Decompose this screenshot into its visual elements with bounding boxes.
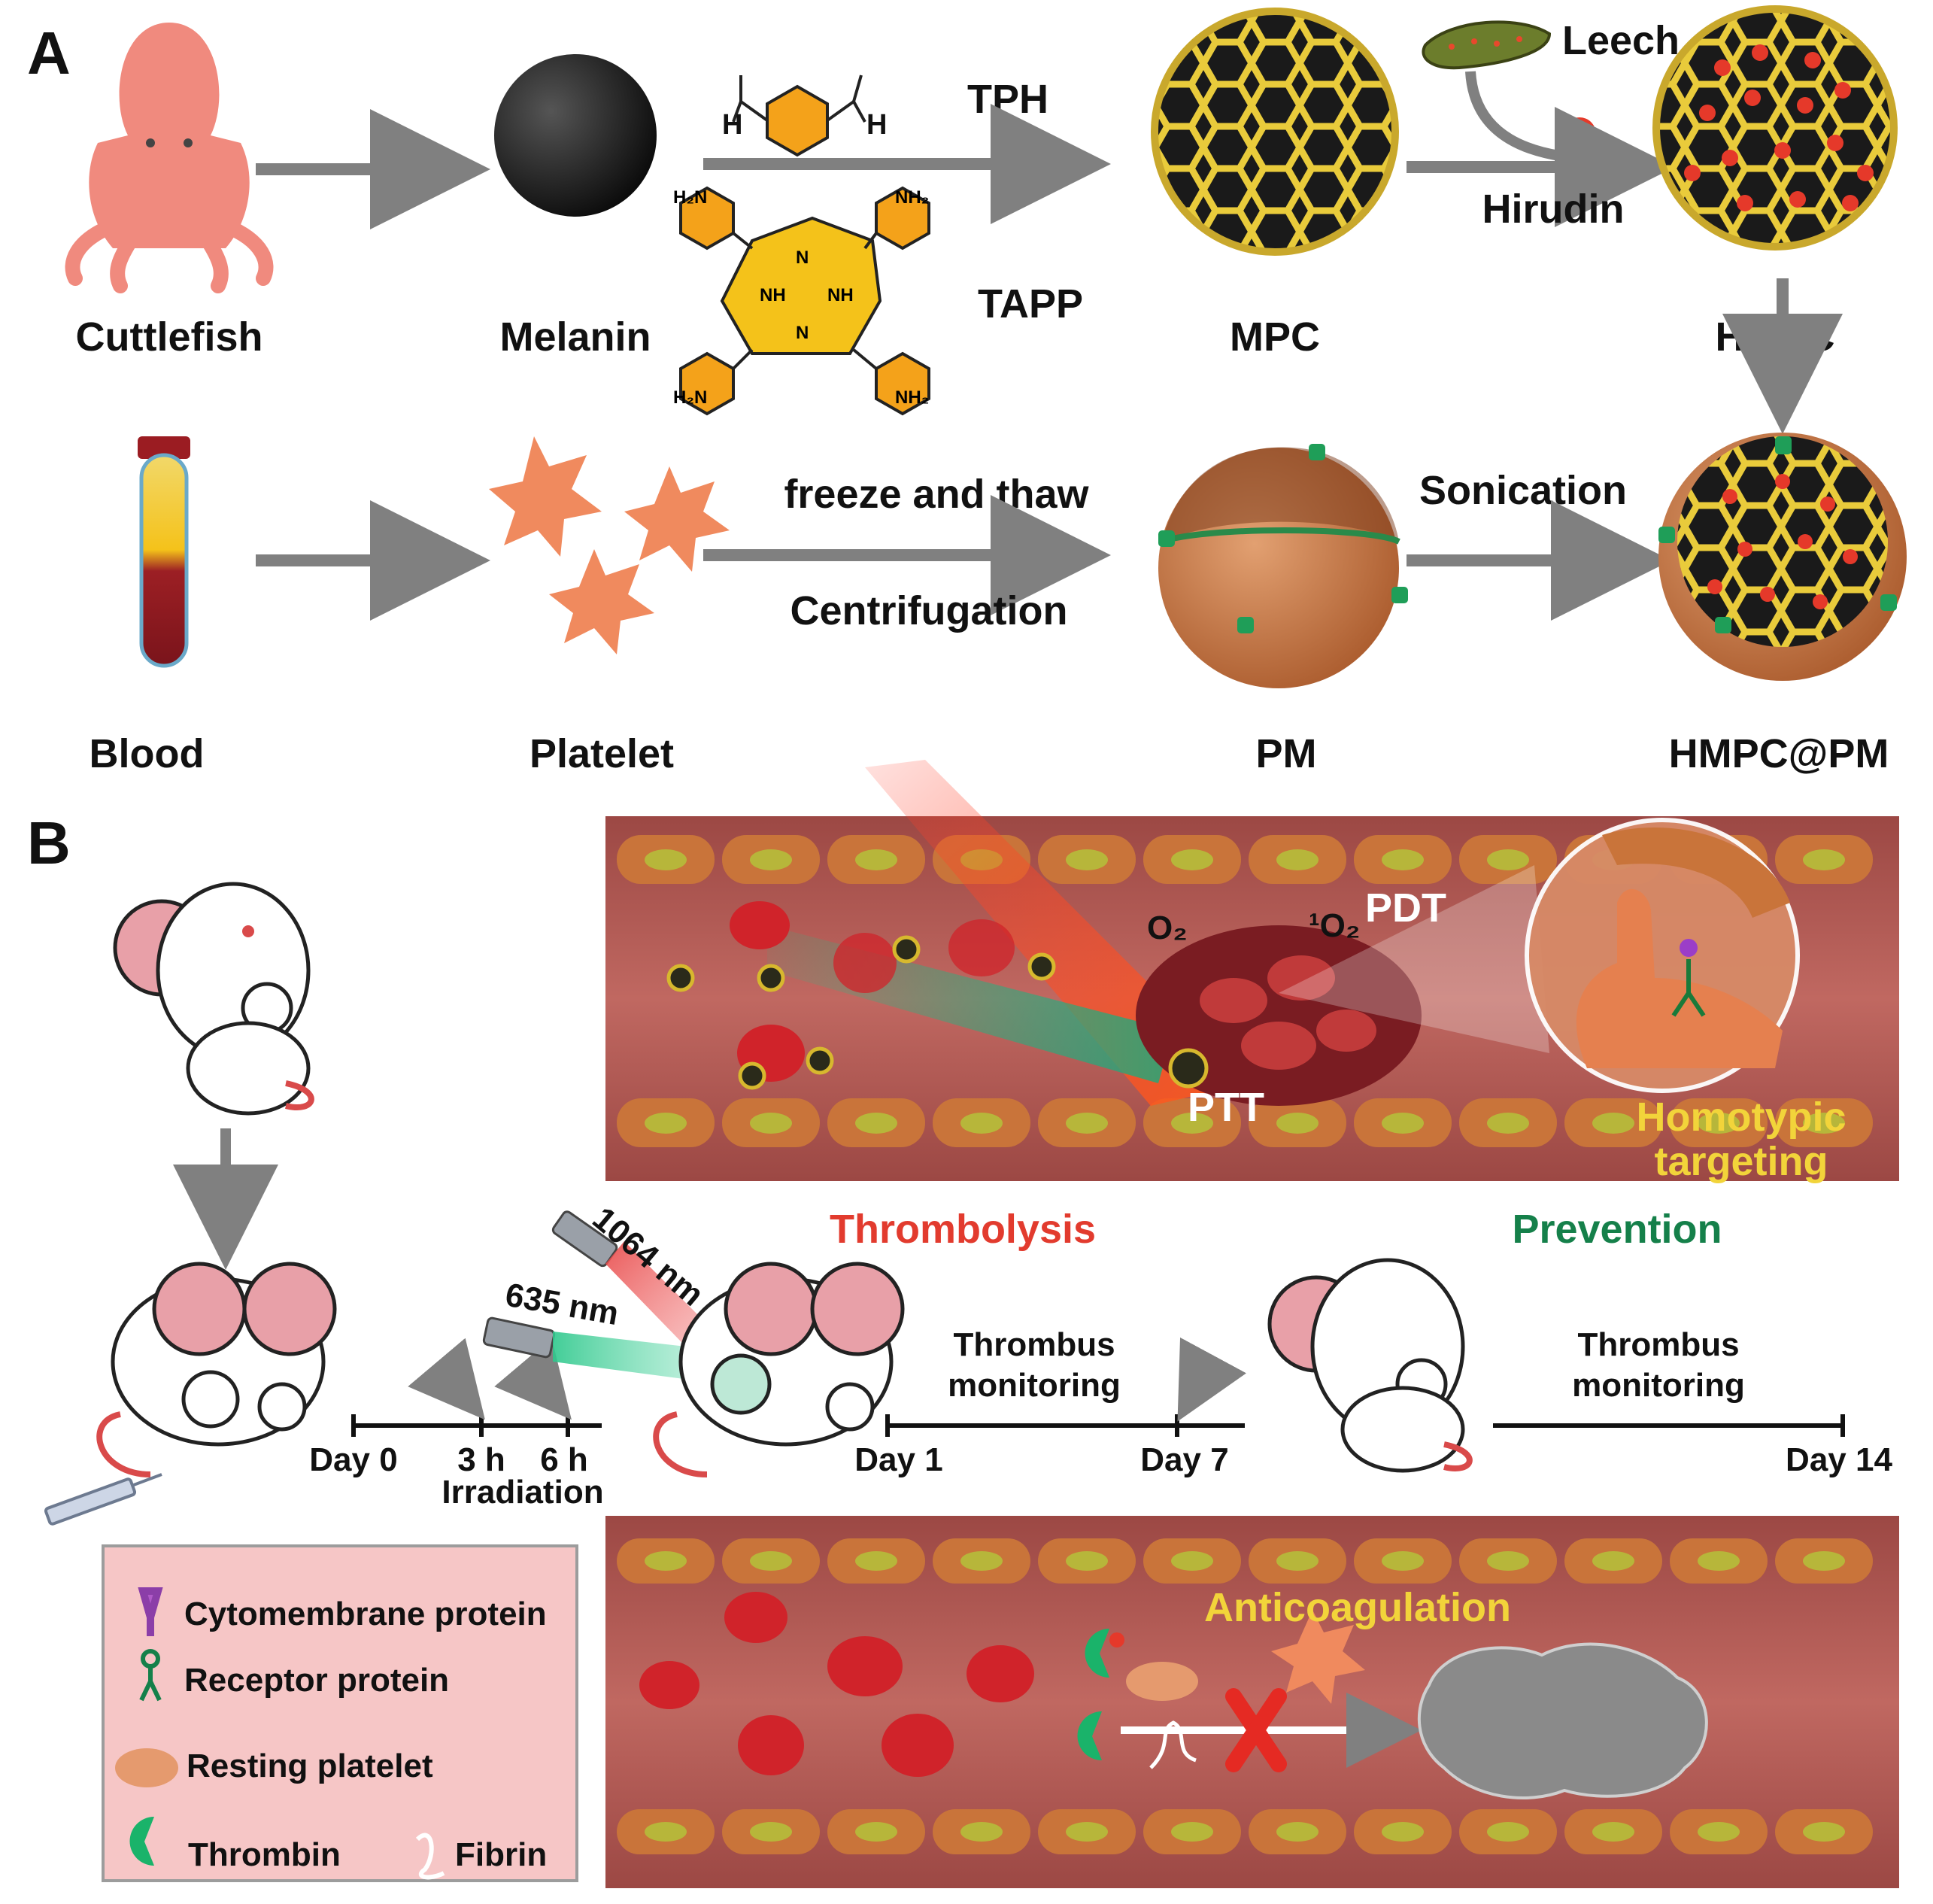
label-freeze-thaw: freeze and thaw (784, 472, 1089, 517)
label-monitor1-b: monitoring (948, 1367, 1121, 1404)
label-6h: 6 h (540, 1441, 588, 1478)
label-pm: PM (1256, 731, 1317, 776)
panel-label-b: B (27, 809, 71, 876)
panel-label-a: A (27, 20, 71, 87)
mouse-icon-3 (653, 1262, 905, 1477)
label-hirudin: Hirudin (1482, 187, 1625, 232)
label-hmpc-pm: HMPC@PM (1669, 731, 1889, 776)
vessel-thrombolysis (605, 760, 1899, 1181)
tapp-nh2-br: NH₂ (895, 387, 929, 408)
label-blood: Blood (90, 731, 205, 776)
label-ptt: PTT (1188, 1085, 1264, 1130)
tapp-nh2-tr: NH₂ (895, 187, 929, 208)
label-monitor1-a: Thrombus (953, 1326, 1115, 1363)
label-singlet-o2: ¹O₂ (1309, 907, 1360, 944)
tapp-nh2-tl: H₂N (673, 187, 707, 208)
resting-platelet-icon (115, 1748, 178, 1787)
thrombin-icon (129, 1817, 154, 1866)
hmpc-cage (1652, 5, 1898, 251)
label-day7: Day 7 (1140, 1441, 1228, 1478)
label-anticoagulation: Anticoagulation (1204, 1585, 1511, 1630)
label-monitor2-a: Thrombus (1577, 1326, 1739, 1363)
label-homotypic-2: targeting (1654, 1139, 1828, 1184)
cytomembrane-protein-icon (138, 1587, 163, 1636)
tapp-n-bottom: N (796, 323, 809, 343)
legend-cytomembrane: Cytomembrane protein (184, 1596, 547, 1632)
tapp-nh-right: NH (827, 285, 854, 305)
vessel-prevention (605, 1516, 1899, 1888)
tapp-nh2-bl: H₂N (673, 387, 707, 408)
block-x-icon (1225, 1688, 1287, 1772)
label-tph: TPH (967, 77, 1048, 122)
label-melanin: Melanin (499, 314, 651, 360)
tapp-nh-left: NH (760, 285, 786, 305)
label-leech: Leech (1562, 18, 1680, 63)
thrombus-mass (1136, 925, 1422, 1106)
arrow-irr-6h (494, 1338, 572, 1420)
arrow-day7 (1177, 1337, 1247, 1422)
legend-fibrin: Fibrin (455, 1836, 547, 1873)
tph-structure: H H (722, 74, 887, 157)
label-irradiation: Irradiation (442, 1474, 603, 1511)
label-o2: O₂ (1147, 909, 1188, 946)
label-centrifugation: Centrifugation (790, 588, 1068, 633)
cuttlefish-icon (65, 23, 274, 293)
tapp-n-top: N (796, 247, 809, 268)
label-day14: Day 14 (1786, 1441, 1892, 1478)
label-mpc: MPC (1230, 314, 1320, 360)
label-3h: 3 h (457, 1441, 505, 1478)
label-homotypic-1: Homotypic (1636, 1095, 1846, 1140)
zoom-lens (1279, 818, 1800, 1093)
label-pdt: PDT (1365, 885, 1446, 931)
mpc-cage (1151, 8, 1399, 256)
melanin-sphere (494, 54, 657, 217)
label-hmpc: HMPC (1716, 314, 1835, 360)
leech-icon (1422, 20, 1552, 70)
label-sonication: Sonication (1419, 468, 1627, 513)
pm-vesicle (1158, 444, 1408, 688)
label-thrombolysis: Thrombolysis (830, 1207, 1096, 1252)
platelet-icon (489, 436, 730, 654)
hirudin-dot (1563, 117, 1596, 150)
label-prevention: Prevention (1512, 1207, 1722, 1252)
label-day1: Day 1 (854, 1441, 942, 1478)
hmpc-pm-particle (1658, 433, 1907, 681)
label-day0: Day 0 (309, 1441, 397, 1478)
label-platelet: Platelet (530, 731, 674, 776)
blood-tube-icon (138, 436, 190, 668)
legend (102, 1544, 578, 1882)
arrow-irr-3h (408, 1338, 485, 1420)
legend-thrombin: Thrombin (188, 1836, 341, 1873)
blocked-thrombus (1417, 1642, 1708, 1799)
receptor-protein-icon (139, 1649, 162, 1702)
mouse-icon-2 (96, 1262, 337, 1477)
mouse-icon-1 (113, 882, 314, 1116)
label-tapp: TAPP (978, 281, 1083, 326)
legend-resting: Resting platelet (187, 1748, 433, 1784)
mouse-icon-4 (1267, 1258, 1473, 1473)
syringe-icon (44, 1473, 162, 1526)
tph-h-left: H (722, 109, 742, 141)
tph-h-right: H (866, 109, 887, 141)
label-cuttlefish: Cuttlefish (76, 314, 263, 360)
legend-receptor: Receptor protein (184, 1662, 449, 1699)
fibrin-icon (415, 1833, 445, 1880)
tapp-structure: H₂N NH₂ H₂N NH₂ N NH NH N (673, 186, 930, 416)
label-monitor2-b: monitoring (1572, 1367, 1745, 1404)
